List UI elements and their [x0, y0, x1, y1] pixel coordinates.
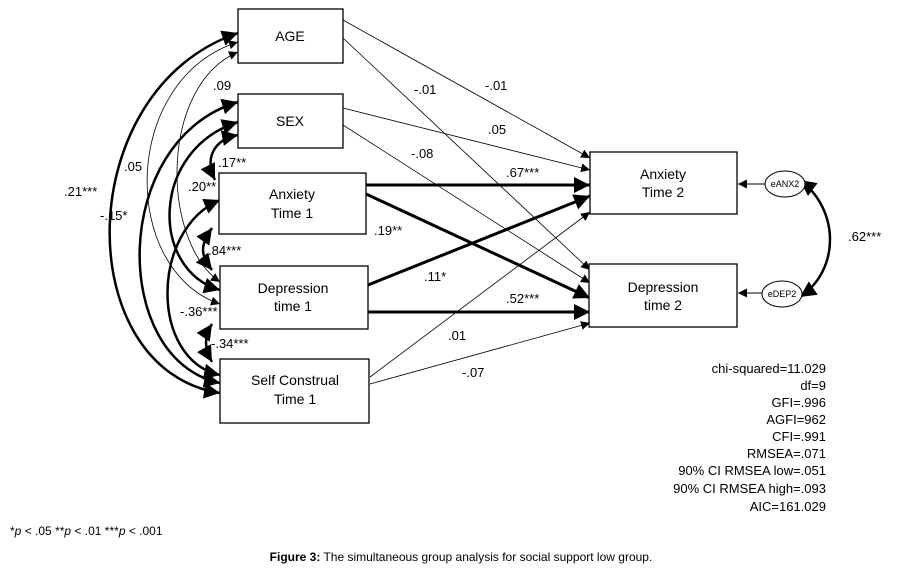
- node-label: SEX: [276, 113, 305, 129]
- error-term-edep2: eDEP2: [761, 280, 803, 308]
- node-anxiety-time2: Anxiety Time 2: [589, 151, 738, 215]
- fit-rmsea-high: 90% CI RMSEA high=.093: [673, 481, 826, 496]
- corr-age-self1: [108, 30, 239, 399]
- path-self1-dep2: [369, 321, 591, 385]
- fit-chi-squared: chi-squared=11.029: [712, 361, 826, 376]
- footnote-p-2: p: [64, 524, 72, 538]
- coef-anx1-dep1: .84***: [208, 243, 241, 258]
- corr-dep1-self1: [196, 323, 214, 363]
- coef-age-sex: .09: [213, 78, 231, 93]
- error-term-label: eDEP2: [768, 289, 797, 299]
- node-label: Time 2: [642, 184, 684, 200]
- coef-anx1-self1: -.36***: [180, 304, 218, 319]
- corr-sex-anx1: [200, 130, 239, 181]
- coef-age-anx2: -.01: [485, 78, 507, 93]
- caption-label: Figure 3:: [269, 550, 321, 564]
- path-age-anx2: [342, 19, 591, 159]
- path-sex-dep2: [342, 124, 591, 284]
- path-self1-anx2: [369, 211, 591, 378]
- footnote-threshold-2: < .01: [71, 524, 105, 538]
- fit-indices: chi-squared=11.029 df=9 GFI=.996 AGFI=96…: [673, 361, 826, 514]
- coef-self1-dep2: -.07: [462, 365, 484, 380]
- node-label: time 1: [274, 298, 312, 314]
- path-age-dep2: [342, 37, 591, 271]
- coef-age-self1: .21***: [64, 184, 97, 199]
- node-sex: SEX: [237, 93, 344, 149]
- fit-aic: AIC=161.029: [750, 499, 826, 514]
- coef-sex-anx1: .17**: [218, 155, 246, 170]
- node-self-construal-time1: Self Construal Time 1: [219, 358, 370, 424]
- coef-sex-dep1: .20**: [188, 179, 216, 194]
- error-term-eanx2: eANX2: [764, 170, 806, 198]
- figure-caption: Figure 3: The simultaneous group analysi…: [0, 550, 922, 564]
- fit-agfi: AGFI=962: [766, 412, 826, 427]
- corr-anx1-self1: [166, 198, 221, 380]
- footnote-p-1: p: [14, 524, 22, 538]
- node-label: Anxiety: [640, 166, 686, 182]
- coef-anx1-anx2: .67***: [506, 165, 539, 180]
- fit-rmsea: RMSEA=.071: [747, 446, 826, 461]
- significance-footnote: *p < .05 **p < .01 ***p < .001: [10, 524, 163, 538]
- coef-age-anx1: .05: [124, 159, 142, 174]
- coef-anx1-dep2: .19**: [374, 223, 402, 238]
- node-label: Depression: [258, 280, 329, 296]
- error-term-label: eANX2: [771, 179, 800, 189]
- node-label: Time 1: [271, 205, 313, 221]
- fit-df: df=9: [800, 378, 826, 393]
- footnote-threshold-1: < .05: [21, 524, 56, 538]
- node-label: Depression: [628, 279, 699, 295]
- corr-age-dep1: [146, 40, 239, 306]
- corr-sex-self1: [138, 98, 239, 388]
- coef-dep1-self1: -.34***: [211, 336, 249, 351]
- fit-gfi: GFI=.996: [771, 395, 826, 410]
- coef-self1-anx2: .01: [448, 328, 466, 343]
- fit-rmsea-low: 90% CI RMSEA low=.051: [678, 463, 826, 478]
- node-depression-time2: Depression time 2: [588, 263, 738, 328]
- coef-dep1-dep2: .52***: [506, 291, 539, 306]
- node-label: Time 1: [274, 391, 316, 407]
- footnote-stars-2: **: [55, 524, 65, 538]
- node-age: AGE: [237, 8, 344, 64]
- footnote-stars-3: ***: [104, 524, 119, 538]
- coef-dep1-anx2: .11*: [424, 269, 446, 284]
- coef-eanx2-edep2: .62***: [848, 229, 881, 244]
- corr-eanx2-edep2: [799, 179, 832, 299]
- caption-text: The simultaneous group analysis for soci…: [320, 550, 653, 564]
- fit-cfi: CFI=.991: [772, 429, 826, 444]
- node-label: time 2: [644, 297, 682, 313]
- node-depression-time1: Depression time 1: [219, 265, 369, 330]
- node-anxiety-time1: Anxiety Time 1: [218, 172, 367, 235]
- node-label: Anxiety: [269, 186, 315, 202]
- node-label: Self Construal: [251, 372, 339, 388]
- path-anx1-dep2: [365, 192, 591, 300]
- path-dep1-anx2: [367, 194, 591, 287]
- footnote-p-3: p: [118, 524, 126, 538]
- coef-sex-self1: -.15*: [100, 208, 127, 223]
- coef-sex-dep2: -.08: [411, 146, 433, 161]
- coef-age-dep2: -.01: [414, 82, 436, 97]
- node-label: AGE: [275, 28, 305, 44]
- coef-sex-anx2: .05: [488, 122, 506, 137]
- corr-anx1-dep1: [195, 227, 214, 271]
- footnote-threshold-3: < .001: [125, 524, 163, 538]
- path-sex-anx2: [342, 107, 591, 173]
- footnote-stars-1: *: [10, 524, 15, 538]
